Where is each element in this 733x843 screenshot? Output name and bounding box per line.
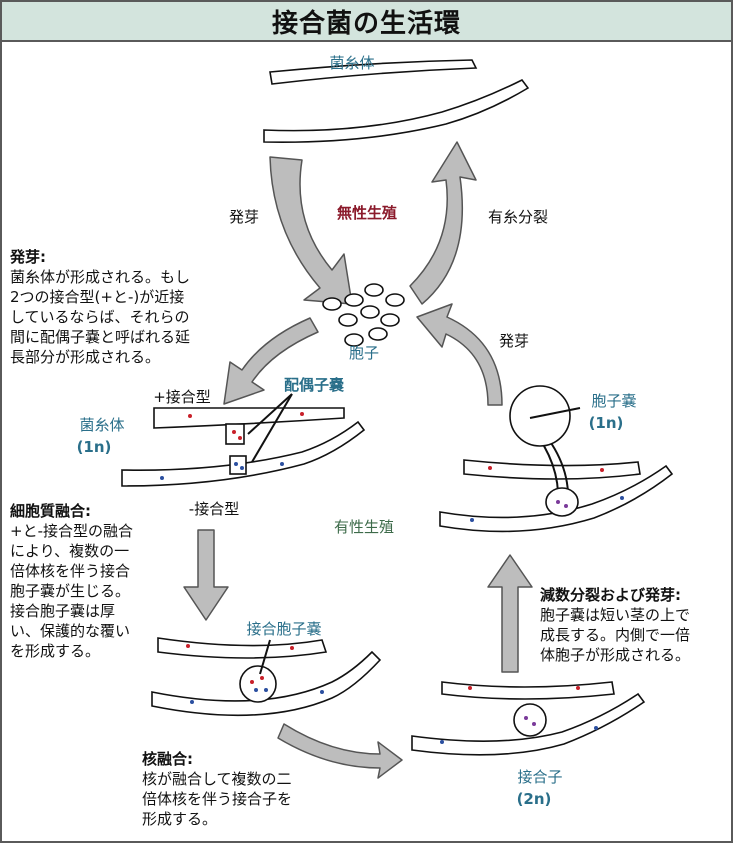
arrow-mitosis: [409, 141, 477, 305]
label-asexual: 無性生殖: [337, 204, 397, 222]
gametangia-hyphae: [121, 393, 366, 487]
arrow-karyogamy: [277, 723, 403, 779]
label-germination-right: 発芽: [499, 332, 529, 350]
note-karyogamy-heading: 核融合:: [142, 750, 193, 768]
label-plus-strain: +接合型: [153, 388, 211, 406]
label-mycelium-1n: 菌糸体: [79, 416, 124, 434]
label-gametangia: 配偶子嚢: [284, 376, 344, 394]
note-meiosis-line: 成長する。内側で一倍: [540, 626, 690, 644]
note-germination-line: 2つの接合型(+と-)が近接: [10, 288, 184, 306]
note-meiosis-line: 胞子嚢は短い茎の上で: [540, 606, 690, 624]
label-zygospore: 接合子: [517, 768, 562, 786]
label-mycelium-top: 菌糸体: [329, 54, 374, 72]
sporangium-hyphae: [439, 385, 674, 533]
note-meiosis: 減数分裂および発芽: 胞子嚢は短い茎の上で 成長する。内側で一倍 体胞子が形成さ…: [540, 586, 690, 664]
arrow-germination-bottom: [223, 317, 319, 405]
spore-cluster: [322, 283, 405, 347]
label-sporangium: 胞子嚢: [591, 392, 636, 410]
label-sexual: 有性生殖: [334, 518, 394, 536]
note-germination-line: 間に配偶子嚢と呼ばれる延: [10, 328, 190, 346]
label-mitosis: 有糸分裂: [488, 208, 548, 226]
note-plasmogamy-line: 接合胞子嚢は厚: [10, 602, 115, 620]
label-mycelium-1n-ploidy: (1n): [77, 438, 112, 456]
note-plasmogamy: 細胞質融合: +と-接合型の融合 により、複数の一 倍体核を伴う接合 胞子嚢が生…: [10, 502, 133, 660]
note-meiosis-heading: 減数分裂および発芽:: [540, 586, 681, 604]
label-zygospore-ploidy: (2n): [517, 790, 552, 808]
note-meiosis-line: 体胞子が形成される。: [540, 646, 690, 664]
note-germination-line: しているならば、それらの: [10, 308, 190, 326]
label-sporangium-ploidy: (1n): [589, 414, 624, 432]
label-spore: 胞子: [349, 344, 379, 362]
zygosporangium-hyphae: [151, 637, 382, 717]
note-plasmogamy-line: を形成する。: [10, 642, 100, 660]
note-germination-heading: 発芽:: [9, 248, 46, 266]
top-mycelium: [263, 59, 530, 143]
note-plasmogamy-line: 倍体核を伴う接合: [10, 562, 130, 580]
life-cycle-diagram: 菌糸体 無性生殖 発芽 有糸分裂 胞子 発芽 配偶子嚢 +接合型 -接合型 菌糸…: [9, 54, 690, 828]
note-plasmogamy-line: い、保護的な覆い: [10, 622, 130, 640]
title-bar: 接合菌の生活環: [2, 2, 731, 42]
arrow-germination-top: [269, 156, 353, 305]
arrow-meiosis: [487, 554, 533, 673]
note-germination-line: 長部分が形成される。: [10, 348, 160, 366]
note-karyogamy-line: 形成する。: [142, 810, 217, 828]
note-plasmogamy-line: +と-接合型の融合: [10, 522, 133, 540]
note-karyogamy: 核融合: 核が融合して複数の二 倍体核を伴う接合子を 形成する。: [142, 750, 292, 828]
note-germination: 発芽: 菌糸体が形成される。もし 2つの接合型(+と-)が近接 しているならば、…: [9, 248, 190, 366]
diagram-title: 接合菌の生活環: [271, 8, 461, 39]
note-karyogamy-line: 倍体核を伴う接合子を: [142, 790, 292, 808]
note-plasmogamy-line: 胞子嚢が生じる。: [10, 582, 130, 600]
note-germination-line: 菌糸体が形成される。もし: [10, 268, 190, 286]
note-plasmogamy-heading: 細胞質融合:: [10, 502, 91, 520]
note-karyogamy-line: 核が融合して複数の二: [142, 770, 292, 788]
label-germination-left: 発芽: [229, 208, 259, 226]
note-plasmogamy-line: により、複数の一: [10, 542, 129, 560]
label-zygosporangium: 接合胞子嚢: [246, 620, 321, 638]
arrow-germination-right: [416, 303, 503, 406]
label-minus-strain: -接合型: [189, 500, 239, 518]
zygospore-hyphae: [411, 681, 646, 756]
arrow-plasmogamy: [183, 529, 229, 621]
